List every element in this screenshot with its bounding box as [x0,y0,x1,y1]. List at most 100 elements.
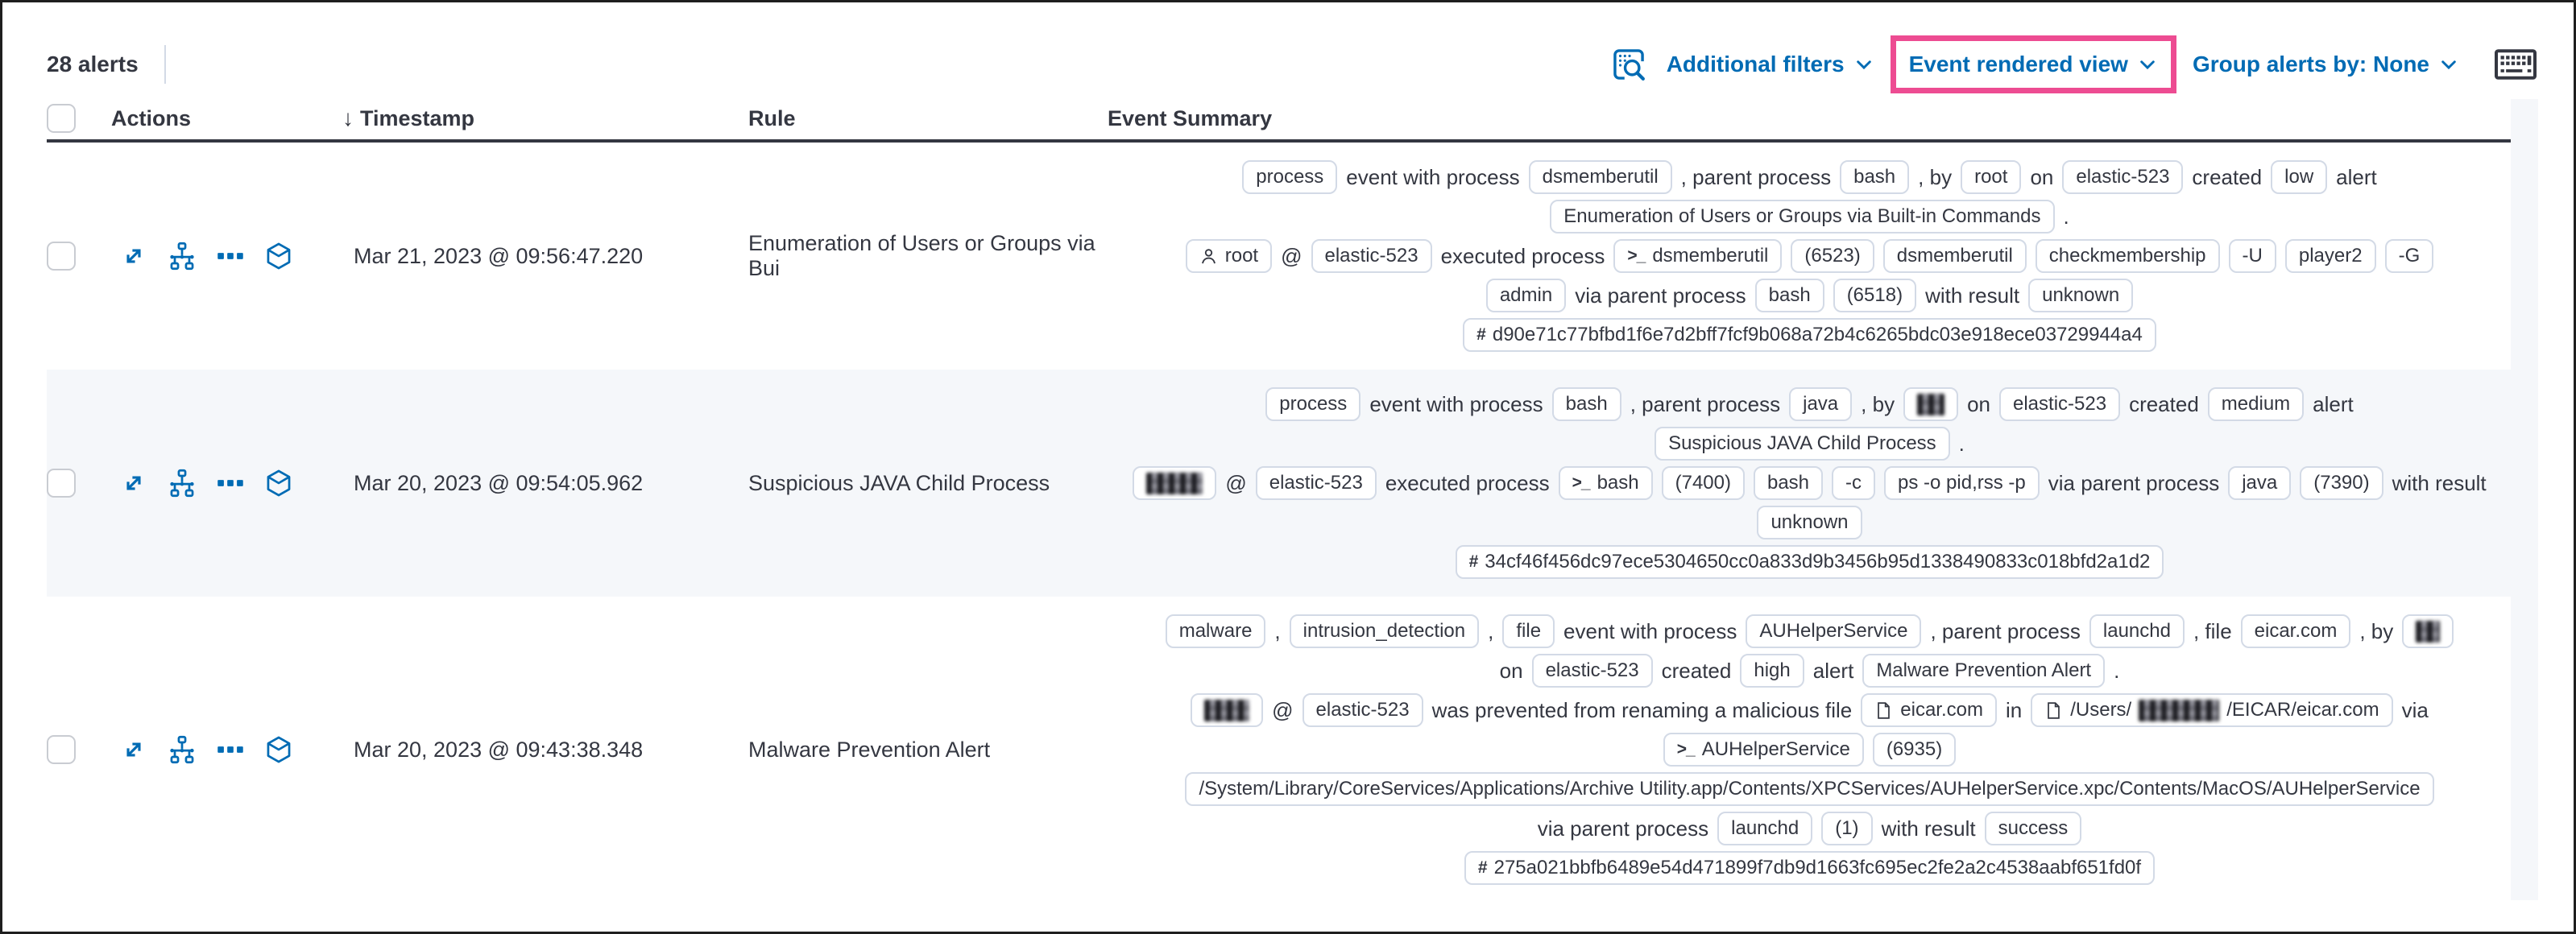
field-badge[interactable]: root [1185,239,1273,273]
group-alerts-by-button[interactable]: Group alerts by: None [2193,52,2459,77]
field-badge[interactable]: eicar.com [1861,693,1997,727]
field-badge[interactable]: -G [2384,239,2434,273]
field-badge[interactable] [2402,614,2454,648]
field-badge[interactable]: #275a021bbfb6489e54d471899f7db9d1663fc69… [1464,851,2156,885]
row-checkbox[interactable] [47,469,76,498]
field-badge[interactable]: unknown [1757,506,1862,539]
field-badge[interactable]: launchd [2089,614,2185,648]
field-badge[interactable]: java [1789,387,1853,421]
field-badge[interactable]: bash [1753,466,1824,500]
field-badge[interactable]: bash [1840,160,1910,194]
field-badge[interactable]: AUHelperService [1746,614,1922,648]
field-badge[interactable]: >_bash [1558,466,1653,500]
field-badge[interactable]: /Users//EICAR/eicar.com [2031,693,2393,727]
field-badge[interactable]: #34cf46f456dc97ece5304650cc0a833d9b3456b… [1455,545,2164,579]
field-badge[interactable]: -c [1832,466,1876,500]
field-badge[interactable]: elastic-523 [1255,466,1377,500]
field-badge[interactable]: (7400) [1661,466,1745,500]
field-badge[interactable]: Suspicious JAVA Child Process [1655,427,1950,461]
session-view-icon[interactable] [264,242,293,271]
field-badge[interactable]: intrusion_detection [1289,614,1480,648]
expand-alert-icon[interactable] [119,242,148,271]
field-badge[interactable]: >_dsmemberutil [1613,239,1783,273]
expand-alert-icon[interactable] [119,735,148,764]
field-badge[interactable]: elastic-523 [2062,160,2184,194]
event-rendered-view-button[interactable]: Event rendered view [1909,52,2158,77]
field-badge[interactable]: process [1265,387,1361,421]
column-header-summary[interactable]: Event Summary [1108,105,1273,130]
keyboard-shortcuts-icon[interactable] [2495,48,2537,81]
session-view-icon[interactable] [264,735,293,764]
field-badge[interactable]: -U [2228,239,2276,273]
field-badge[interactable]: (1) [1821,812,1873,845]
scrollbar-track[interactable] [2511,99,2538,900]
summary-text: via [2401,697,2429,722]
field-badge[interactable]: unknown [2028,279,2134,312]
field-badge[interactable]: java [2228,466,2292,500]
analyzer-icon[interactable] [168,469,197,498]
field-badge[interactable]: malware [1165,614,1266,648]
analyzer-icon[interactable] [168,735,197,764]
field-badge[interactable]: elastic-523 [1302,693,1423,727]
select-all-checkbox[interactable] [47,104,76,133]
row-checkbox[interactable] [47,735,76,764]
redacted-value [2416,620,2441,643]
expand-alert-icon[interactable] [119,469,148,498]
field-badge[interactable] [1191,693,1264,727]
column-header-rule[interactable]: Rule [748,105,796,130]
more-actions-icon[interactable] [216,242,245,271]
inspect-icon[interactable] [1612,48,1646,81]
view-selector-highlight: Event rendered view [1890,35,2176,93]
summary-line: /System/Library/CoreServices/Application… [1185,772,2434,806]
field-badge[interactable]: process [1242,160,1338,194]
field-badge[interactable]: admin [1485,279,1567,312]
field-badge[interactable]: launchd [1717,812,1813,845]
field-badge[interactable]: /System/Library/CoreServices/Application… [1185,772,2434,806]
field-badge[interactable]: player2 [2284,239,2376,273]
more-actions-icon[interactable] [216,735,245,764]
session-view-icon[interactable] [264,469,293,498]
field-badge[interactable] [1133,466,1217,500]
field-badge[interactable]: (6935) [1872,733,1957,767]
field-badge[interactable]: medium [2207,387,2305,421]
field-badge[interactable]: Enumeration of Users or Groups via Built… [1550,200,2055,234]
field-badge[interactable]: bash [1754,279,1824,312]
field-badge[interactable]: high [1740,654,1804,688]
summary-text: , [1488,618,1494,643]
field-badge[interactable]: dsmemberutil [1882,239,2027,273]
row-checkbox[interactable] [47,242,76,271]
field-badge[interactable]: >_AUHelperService [1663,733,1864,767]
field-badge[interactable]: ps -o pid,rss -p [1884,466,2040,500]
field-badge[interactable]: eicar.com [2240,614,2351,648]
analyzer-icon[interactable] [168,242,197,271]
row-checkbox-cell [47,735,111,764]
field-badge[interactable]: success [1984,812,2082,845]
field-badge[interactable]: #d90e71c77bfbd1f6e7d2bff7fcf9b068a72b4c6… [1463,318,2156,352]
summary-text: , parent process [1680,164,1832,189]
field-badge[interactable]: elastic-523 [1999,387,2121,421]
column-header-actions[interactable]: Actions [111,105,192,130]
field-badge[interactable]: (6518) [1833,279,1917,312]
hash-icon: # [1468,552,1479,571]
field-badge[interactable]: Malware Prevention Alert [1862,654,2106,688]
field-badge[interactable]: file [1502,614,1555,648]
terminal-icon: >_ [1676,740,1696,758]
additional-filters-button[interactable]: Additional filters [1667,52,1874,77]
field-badge[interactable]: elastic-523 [1531,654,1653,688]
field-badge[interactable]: (6523) [1791,239,1874,273]
field-badge[interactable] [1903,387,1959,421]
summary-text: , by [1918,164,1953,189]
column-header-timestamp[interactable]: ↓ Timestamp [341,105,735,131]
row-actions [111,735,341,764]
field-badge[interactable]: elastic-523 [1311,239,1432,273]
field-badge[interactable]: dsmemberutil [1528,160,1672,194]
summary-text: @ [1225,470,1247,495]
field-badge[interactable]: root [1961,160,2022,194]
field-badge[interactable]: bash [1551,387,1621,421]
field-badge[interactable]: checkmembership [2035,239,2220,273]
field-badge[interactable]: low [2271,160,2328,194]
summary-line: #34cf46f456dc97ece5304650cc0a833d9b3456b… [1455,545,2164,579]
field-badge[interactable]: (7390) [2300,466,2383,500]
more-actions-icon[interactable] [216,469,245,498]
